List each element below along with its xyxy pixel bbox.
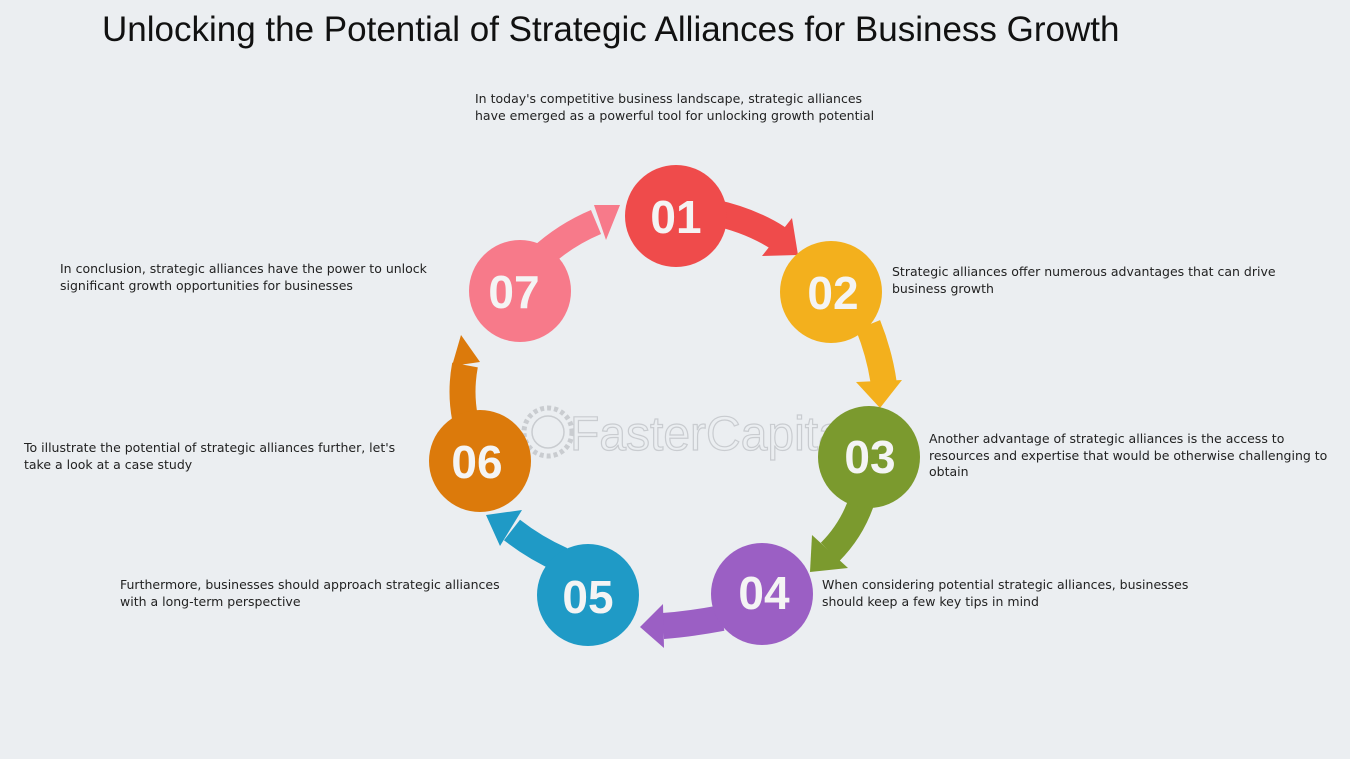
arrowhead-06 [452, 335, 480, 366]
step-number: 05 [562, 571, 613, 623]
step-02: 02 [780, 241, 882, 343]
step-04: 04 [711, 543, 813, 645]
arrow-02-03 [855, 320, 897, 387]
step-number: 03 [844, 431, 895, 483]
arrow-06-07 [449, 362, 478, 421]
arrowhead-05 [486, 510, 522, 546]
step-number: 06 [451, 436, 502, 488]
step-05-text: Furthermore, businesses should approach … [120, 577, 500, 609]
arrowhead-01 [762, 218, 798, 256]
step-06: 06 [429, 410, 531, 512]
watermark-text: FasterCapital [570, 408, 855, 461]
arrowhead-07 [594, 205, 620, 240]
step-number: 02 [807, 267, 858, 319]
step-07: 07 [469, 240, 571, 342]
step-05: 05 [537, 544, 639, 646]
arrowhead-04 [640, 604, 664, 648]
arrow-05-06 [503, 519, 568, 572]
step-01-text: In today's competitive business landscap… [475, 91, 875, 123]
step-04-text: When considering potential strategic all… [822, 577, 1189, 609]
arrow-03-04 [820, 495, 875, 562]
arrow-04-05 [661, 605, 725, 639]
step-number: 01 [650, 191, 701, 243]
step-06-text: To illustrate the potential of strategic… [24, 440, 396, 472]
step-03: 03 [818, 406, 920, 508]
watermark: FasterCapital [521, 405, 856, 462]
step-number: 04 [738, 567, 790, 619]
step-number: 07 [488, 266, 539, 318]
page-title: Unlocking the Potential of Strategic All… [102, 10, 1120, 49]
step-03-text: Another advantage of strategic alliances… [929, 431, 1328, 479]
step-01: 01 [625, 165, 727, 267]
arrowhead-02 [856, 380, 902, 408]
arrowhead-03 [810, 535, 848, 572]
step-02-text: Strategic alliances offer numerous advan… [892, 264, 1276, 296]
step-07-text: In conclusion, strategic alliances have … [60, 261, 427, 293]
